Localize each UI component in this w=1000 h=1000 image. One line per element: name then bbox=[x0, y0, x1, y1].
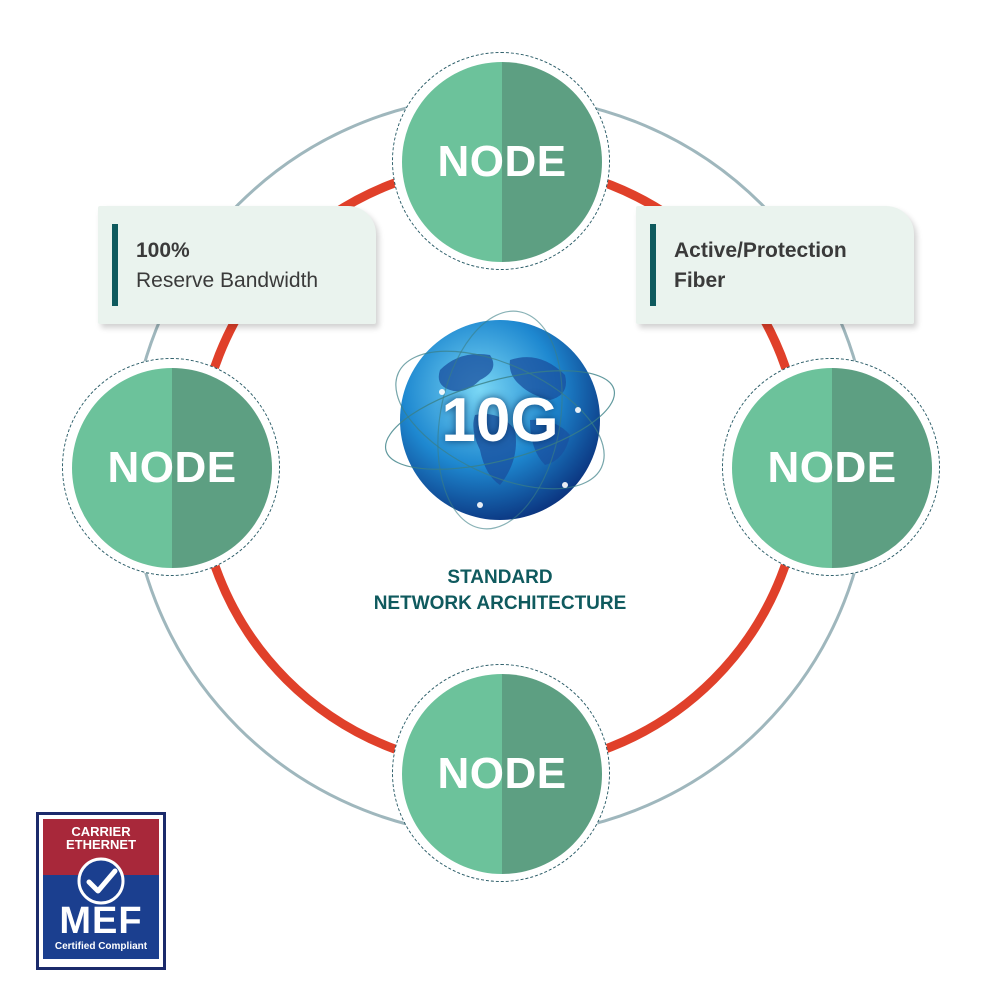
node-disc bbox=[732, 368, 932, 568]
badge-line-2: ETHERNET bbox=[65, 837, 137, 852]
badge-line-1: CARRIER bbox=[71, 824, 131, 839]
caption-line-2: NETWORK ARCHITECTURE bbox=[373, 593, 627, 614]
callout-active-protection: Active/Protection Fiber bbox=[636, 206, 914, 324]
node-disc bbox=[402, 674, 602, 874]
mef-certified-badge: CARRIER ETHERNET MEF Certified Compliant bbox=[36, 812, 166, 970]
node-label: NODE bbox=[437, 749, 567, 798]
node-label: NODE bbox=[767, 443, 897, 492]
badge-brand: MEF bbox=[59, 900, 143, 942]
globe-label: 10G bbox=[441, 386, 559, 455]
callout-subtext: Fiber bbox=[674, 269, 726, 292]
node-label: NODE bbox=[107, 443, 237, 492]
badge-footer: Certified Compliant bbox=[54, 941, 148, 952]
callout-accent-bar bbox=[112, 224, 118, 306]
callout-heading: 100% bbox=[136, 239, 190, 262]
architecture-caption: STANDARD NETWORK ARCHITECTURE bbox=[300, 565, 700, 617]
node-disc bbox=[402, 62, 602, 262]
callout-reserve-bandwidth: 100% Reserve Bandwidth bbox=[98, 206, 376, 324]
callout-heading: Active/Protection bbox=[674, 239, 847, 262]
node-disc bbox=[72, 368, 272, 568]
node-label: NODE bbox=[437, 137, 567, 186]
node-left: NODE bbox=[62, 358, 282, 578]
callout-text: 100% Reserve Bandwidth bbox=[136, 236, 318, 296]
caption-line-1: STANDARD bbox=[447, 567, 553, 588]
node-bottom: NODE bbox=[392, 664, 612, 884]
globe: 10G bbox=[380, 300, 620, 540]
checkmark-icon bbox=[77, 857, 125, 905]
node-right: NODE bbox=[722, 358, 942, 578]
globe-icon bbox=[384, 310, 616, 530]
callout-accent-bar bbox=[650, 224, 656, 306]
callout-text: Active/Protection Fiber bbox=[674, 236, 847, 296]
node-top: NODE bbox=[392, 52, 612, 272]
callout-subtext: Reserve Bandwidth bbox=[136, 269, 319, 292]
